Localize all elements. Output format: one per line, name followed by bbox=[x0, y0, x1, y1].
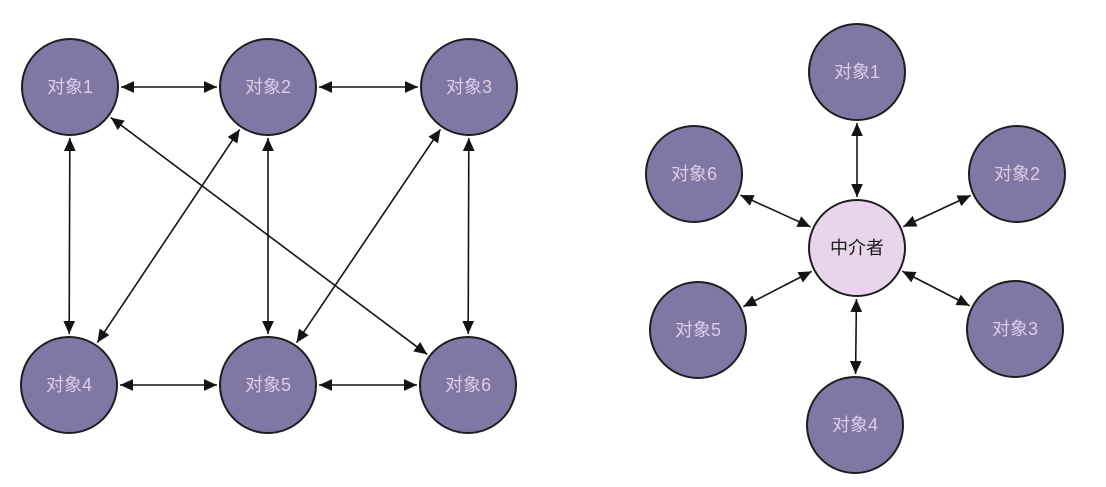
mesh-edge-l3-l6 bbox=[462, 137, 475, 335]
mediator-node-label: 中介者 bbox=[830, 238, 884, 258]
star-node-3-label: 对象3 bbox=[992, 319, 1038, 339]
mediator-star-panel: 对象1 对象2 对象3 对象4 对象5 对象6 中介者 bbox=[645, 23, 1066, 474]
star-node-2-label: 对象2 bbox=[994, 164, 1040, 184]
star-node-2 bbox=[968, 125, 1066, 223]
mesh-edge-l1-l6 bbox=[110, 116, 428, 356]
star-edge-r2-m bbox=[902, 194, 972, 228]
star-node-4 bbox=[806, 376, 904, 474]
star-node-1 bbox=[808, 23, 906, 121]
mesh-node-3 bbox=[420, 38, 518, 136]
star-node-6 bbox=[645, 125, 743, 223]
star-node-4-label: 对象4 bbox=[832, 415, 878, 435]
star-node-5 bbox=[649, 281, 747, 379]
star-node-5-label: 对象5 bbox=[675, 320, 721, 340]
mesh-node-1-label: 对象1 bbox=[47, 77, 93, 97]
star-edge-r5-m bbox=[742, 270, 813, 308]
mesh-node-4-label: 对象4 bbox=[46, 375, 92, 395]
star-node-3 bbox=[966, 280, 1064, 378]
mesh-node-4 bbox=[20, 336, 118, 434]
mesh-node-2-label: 对象2 bbox=[245, 77, 291, 97]
star-edge-r6-m bbox=[740, 194, 811, 228]
mesh-node-5-label: 对象5 bbox=[245, 375, 291, 395]
mesh-network-panel: 对象1 对象2 对象3 对象4 对象5 对象6 bbox=[20, 38, 518, 434]
star-node-6-label: 对象6 bbox=[671, 164, 717, 184]
mesh-node-1 bbox=[21, 38, 119, 136]
mesh-node-6 bbox=[419, 336, 517, 434]
mesh-node-6-label: 对象6 bbox=[445, 375, 491, 395]
star-node-1-label: 对象1 bbox=[834, 62, 880, 82]
mesh-edge-l1-l4 bbox=[63, 137, 76, 335]
mediator-node bbox=[808, 199, 906, 297]
star-edge-r4-m bbox=[849, 298, 863, 375]
mesh-node-3-label: 对象3 bbox=[446, 77, 492, 97]
star-edge-r3-m bbox=[902, 270, 970, 307]
